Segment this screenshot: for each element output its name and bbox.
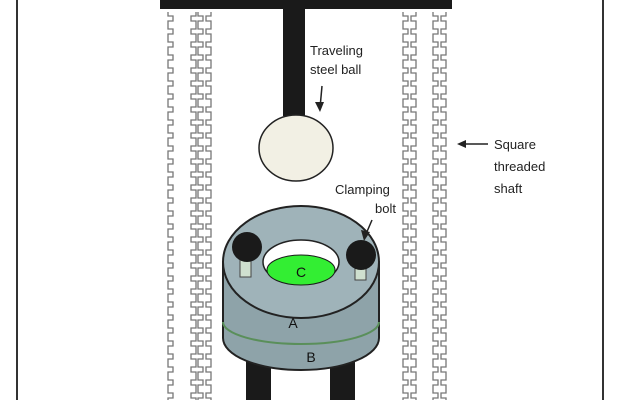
label-c: C xyxy=(296,264,306,280)
shaft-1-thread-edge-1 xyxy=(167,12,174,400)
label-square-line2: threaded xyxy=(494,159,545,174)
clamping-arrow xyxy=(361,219,373,241)
shaft-2-thread-edge-1 xyxy=(197,12,204,400)
square-shaft-arrow xyxy=(457,140,488,148)
left-bolt-head xyxy=(232,232,262,262)
traveling-steel-ball xyxy=(258,114,334,182)
shaft-1-thread-edge-2 xyxy=(190,12,197,400)
shaft-2-thread-edge-2 xyxy=(205,12,212,400)
platform-ring-line xyxy=(222,321,380,345)
label-traveling-line1: Traveling xyxy=(310,43,363,58)
specimen-platform xyxy=(222,205,380,371)
right-clamping-bolt xyxy=(346,240,376,281)
shaft-4-thread-edge-1 xyxy=(432,12,439,400)
label-square-line3: shaft xyxy=(494,181,523,196)
plunger-rod xyxy=(283,6,305,116)
traveling-arrow xyxy=(315,85,324,112)
label-b: B xyxy=(306,349,315,365)
label-clamping-line1: Clamping xyxy=(335,182,390,197)
left-clamping-bolt xyxy=(232,232,262,278)
shaft-3-thread-edge-2 xyxy=(410,12,417,400)
label-a: A xyxy=(288,315,298,331)
right-bolt-head xyxy=(346,240,376,270)
label-clamping-line2: bolt xyxy=(375,201,396,216)
square-threaded-shafts xyxy=(167,12,447,400)
specimen-c xyxy=(266,254,336,286)
label-square-line1: Square xyxy=(494,137,536,152)
shaft-3-thread-edge-1 xyxy=(402,12,409,400)
shaft-4-thread-edge-2 xyxy=(440,12,447,400)
label-traveling-line2: steel ball xyxy=(310,62,361,77)
top-crossbar xyxy=(160,0,452,9)
